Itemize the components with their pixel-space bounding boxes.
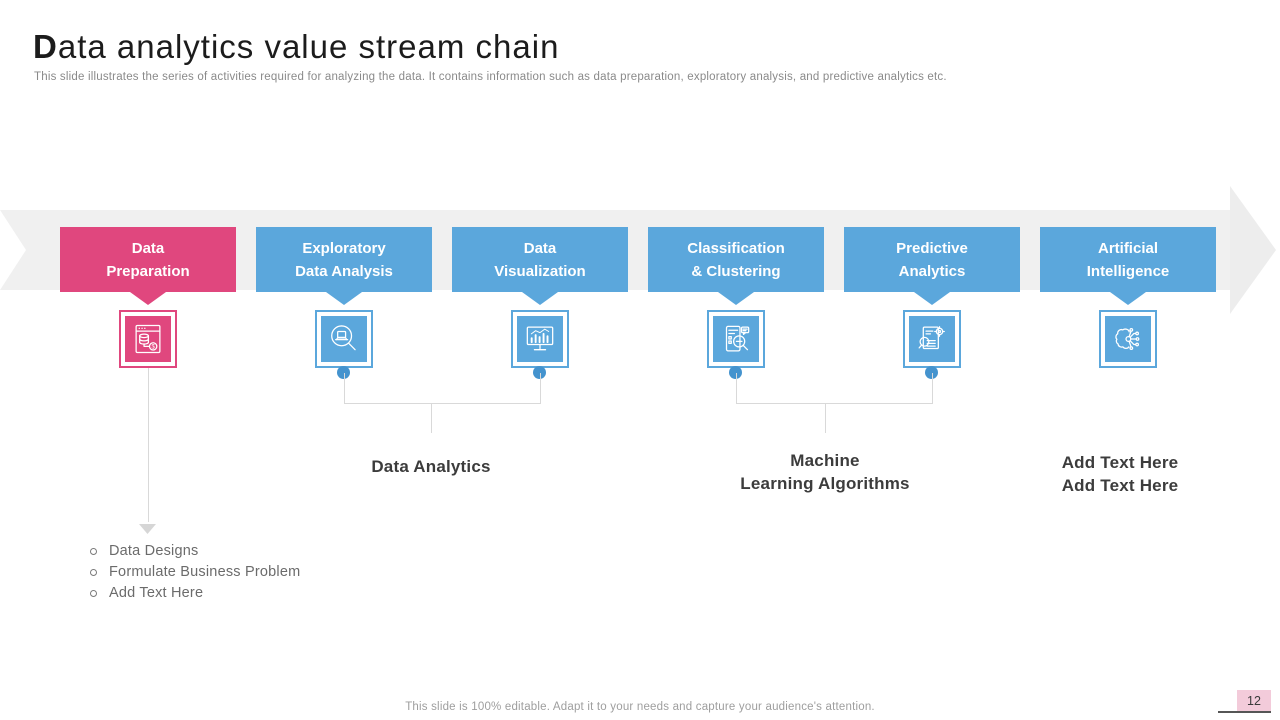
stage-label: Exploratory Data Analysis — [295, 239, 393, 280]
brain-circuit-icon — [1099, 310, 1157, 368]
icon-tile — [713, 316, 759, 362]
stage-box-classification-clustering: Classification & Clustering — [648, 227, 824, 305]
bullet-circle-icon — [90, 590, 97, 597]
document-gear-magnifier-icon — [903, 310, 961, 368]
monitor-bar-chart-icon — [511, 310, 569, 368]
title-lead-letter: D — [33, 28, 58, 65]
title-rest: ata analytics value stream chain — [57, 28, 560, 65]
data-preparation-bullet-list: Data Designs Formulate Business Problem … — [90, 543, 300, 606]
icon-tile: $ — [125, 316, 171, 362]
stage-box-predictive-analytics: Predictive Analytics — [844, 227, 1020, 305]
stage-label: Artificial Intelligence — [1086, 239, 1170, 280]
list-item: Data Designs — [90, 543, 300, 559]
stage-label: Classification & Clustering — [687, 239, 785, 280]
connector-dot — [337, 366, 350, 379]
icon-tile — [321, 316, 367, 362]
group-label-machine-learning-algorithms: Machine Learning Algorithms — [740, 451, 910, 493]
connector-line — [735, 403, 933, 404]
page-number-underline — [1218, 711, 1271, 713]
stage-box-data-visualization: Data Visualization — [452, 227, 628, 305]
stage-box-data-preparation: Data Preparation — [60, 227, 236, 305]
connector-line — [735, 373, 737, 403]
document-magnifier-chat-icon — [707, 310, 765, 368]
svg-text:$: $ — [151, 345, 155, 351]
footer-note: This slide is 100% editable. Adapt it to… — [405, 701, 875, 713]
list-item: Formulate Business Problem — [90, 564, 300, 580]
page-number-badge: 12 — [1237, 690, 1271, 711]
stage-box-exploratory-data-analysis: Exploratory Data Analysis — [256, 227, 432, 305]
list-item-text: Data Designs — [109, 543, 199, 559]
arrow-down-icon — [139, 524, 156, 534]
database-window-dollar-icon: $ — [119, 310, 177, 368]
process-arrow-head-icon — [1230, 186, 1276, 314]
stage-box-artificial-intelligence: Artificial Intelligence — [1040, 227, 1216, 305]
connector-line — [539, 373, 541, 403]
connector-dot — [533, 366, 546, 379]
icon-tile — [1105, 316, 1151, 362]
icon-tile — [517, 316, 563, 362]
icon-tile — [909, 316, 955, 362]
connector-dot — [925, 366, 938, 379]
bullet-circle-icon — [90, 548, 97, 555]
connector-line — [147, 368, 149, 522]
stage-label: Predictive Analytics — [896, 239, 968, 280]
list-item: Add Text Here — [90, 585, 300, 601]
connector-line — [343, 403, 541, 404]
group-label-data-analytics: Data Analytics — [371, 457, 491, 476]
stage-label: Data Preparation — [106, 239, 190, 280]
list-item-text: Add Text Here — [109, 585, 204, 601]
connector-line — [343, 373, 345, 403]
bullet-circle-icon — [90, 569, 97, 576]
subtitle: This slide illustrates the series of act… — [34, 71, 947, 83]
connector-line — [931, 373, 933, 403]
page-title: Data analytics value stream chain — [33, 28, 559, 66]
connector-line — [431, 403, 432, 433]
connector-dot — [729, 366, 742, 379]
group-label-add-text-here: Add Text Here Add Text Here — [1061, 453, 1179, 495]
list-item-text: Formulate Business Problem — [109, 564, 301, 580]
magnifier-laptop-icon — [315, 310, 373, 368]
stage-label: Data Visualization — [494, 239, 586, 280]
connector-line — [825, 403, 826, 433]
